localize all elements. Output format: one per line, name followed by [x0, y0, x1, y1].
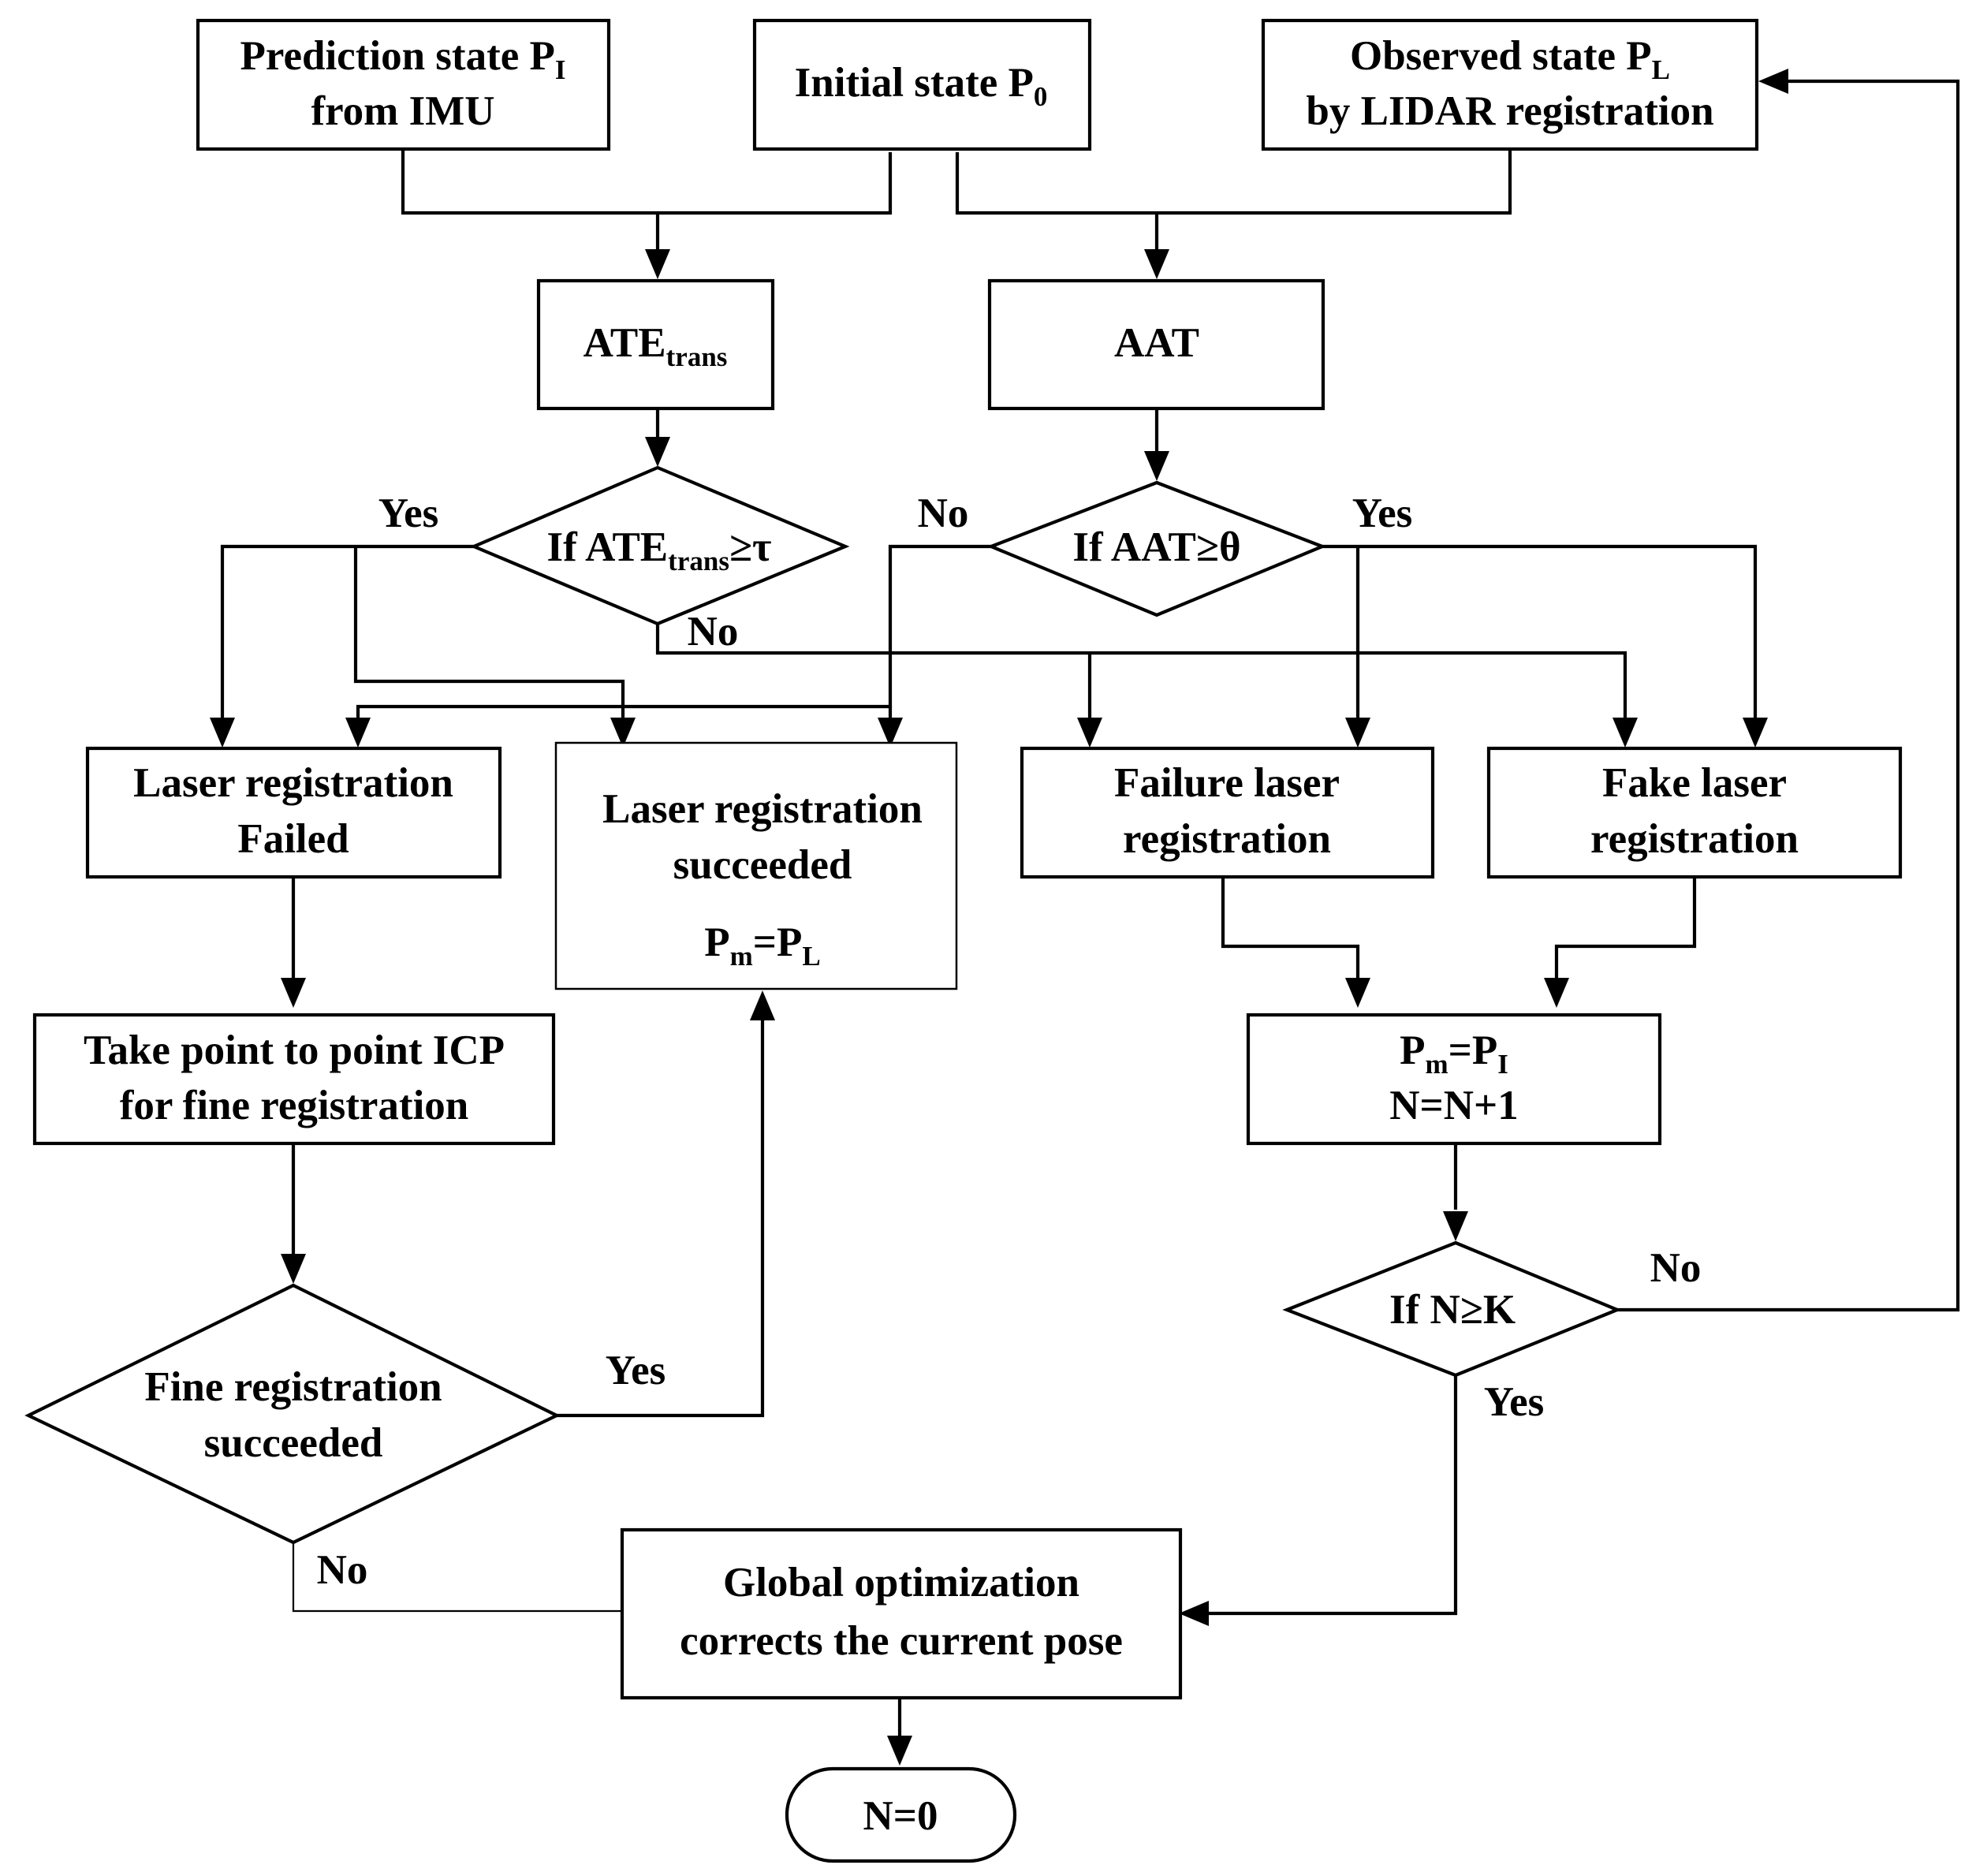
observed-state-box: Observed state PL by LIDAR registration [1261, 18, 1759, 151]
pm-update-line2: N=N+1 [1389, 1083, 1518, 1128]
failure-laser-box: Failure laser registration [1020, 746, 1435, 879]
arrowhead [878, 718, 903, 748]
if-ate-label: If ATEtrans≥τ [547, 524, 772, 576]
arrowhead [210, 718, 235, 748]
edge-prediction-to-ate [401, 149, 893, 215]
edge-labels: Yes No No Yes No Yes Yes No [317, 490, 1702, 1593]
arrowhead [1743, 718, 1768, 748]
failure-laser-line2: registration [1123, 816, 1331, 862]
observed-line2: by LIDAR registration [1306, 88, 1713, 134]
if-nk-label: If N≥K [1389, 1287, 1516, 1333]
fake-laser-box: Fake laser registration [1486, 746, 1903, 879]
edge-ifate-yes-mid [353, 546, 625, 718]
n-zero-label: N=0 [863, 1793, 938, 1839]
global-opt-line1: Global optimization [723, 1560, 1079, 1606]
laser-succeeded-line2: succeeded [673, 842, 852, 888]
fake-laser-line1: Fake laser [1602, 760, 1787, 806]
edge-ifnk-no [1617, 79, 1960, 1312]
fine-registration-decision: Fine registration succeeded [24, 1283, 561, 1545]
label-nk-no: No [1650, 1245, 1702, 1291]
arrowhead [1144, 249, 1169, 279]
edge-ifate-yes [220, 544, 474, 718]
failure-laser-line1: Failure laser [1114, 760, 1340, 806]
if-aat-label: If AAT≥θ [1072, 524, 1240, 570]
laser-failed-line1: Laser registration [133, 760, 453, 806]
prediction-line2: from IMU [311, 88, 494, 134]
pm-update-box: Pm=PI N=N+1 [1246, 1013, 1662, 1146]
global-opt-line2: corrects the current pose [680, 1618, 1123, 1664]
aat-box: AAT [987, 278, 1325, 411]
prediction-line1: Prediction state PI [240, 33, 566, 85]
if-ate-decision: If ATEtrans≥τ [469, 465, 850, 626]
global-optimization-box: Global optimization corrects the current… [620, 1527, 1183, 1700]
label-fine-no: No [317, 1547, 368, 1593]
n-zero-terminal: N=0 [785, 1766, 1017, 1863]
edge-ifaat-yes [1322, 544, 1758, 718]
laser-failed-box: Laser registration Failed [85, 746, 502, 879]
edge-ifate-no [655, 613, 1627, 718]
edge-fine-no [292, 1542, 622, 1613]
arrowhead [645, 249, 670, 279]
if-nk-decision: If N≥K [1282, 1240, 1622, 1378]
arrowhead [1443, 1211, 1468, 1241]
arrowhead [281, 1254, 306, 1284]
ate-trans-box: ATEtrans [536, 278, 775, 411]
connectors [220, 79, 1960, 1736]
label-fine-yes: Yes [606, 1348, 666, 1393]
take-icp-line1: Take point to point ICP [84, 1028, 505, 1073]
label-aat-yes: Yes [1352, 490, 1413, 536]
initial-line1: Initial state P0 [795, 60, 1048, 112]
label-aat-no: No [918, 490, 969, 536]
arrowhead [281, 978, 306, 1008]
label-ate-no: No [688, 609, 739, 655]
arrowheads [210, 69, 1788, 1766]
label-ate-yes: Yes [378, 490, 439, 536]
edge-ifnk-yes [1209, 1375, 1458, 1616]
prediction-state-box: Prediction state PI from IMU [196, 18, 611, 151]
edge-failure-to-pm [1221, 877, 1360, 981]
edge-fake-to-pm [1554, 877, 1697, 981]
edge-fine-yes [557, 1020, 765, 1418]
aat-label: AAT [1114, 320, 1199, 366]
arrowhead [1345, 718, 1370, 748]
arrowhead [1179, 1601, 1209, 1626]
laser-succeeded-equation: Pm=PL [704, 919, 820, 972]
laser-succeeded-box: Laser registration succeeded Pm=PL [554, 741, 958, 990]
arrowhead [1077, 718, 1102, 748]
ate-label: ATEtrans [583, 320, 728, 372]
arrowhead [1612, 718, 1638, 748]
if-aat-decision: If AAT≥θ [986, 480, 1327, 617]
fine-reg-line1: Fine registration [144, 1364, 442, 1410]
arrowhead [1544, 978, 1569, 1008]
arrowhead [345, 718, 371, 748]
arrowhead [750, 990, 775, 1020]
take-icp-line2: for fine registration [120, 1083, 469, 1128]
fake-laser-line2: registration [1590, 816, 1799, 862]
arrowhead [887, 1736, 912, 1766]
fine-reg-line2: succeeded [204, 1420, 383, 1466]
edge-initial-to-aat [955, 149, 1512, 215]
observed-line1: Observed state PL [1350, 33, 1670, 85]
pm-update-line1: Pm=PI [1400, 1028, 1508, 1080]
arrowhead [1758, 69, 1788, 94]
laser-succeeded-line1: Laser registration [602, 786, 923, 832]
arrowhead [1144, 451, 1169, 481]
arrowhead [610, 718, 636, 748]
arrowhead [645, 437, 670, 467]
initial-state-box: Initial state P0 [752, 18, 1092, 151]
arrowhead [1345, 978, 1370, 1008]
take-icp-box: Take point to point ICP for fine registr… [32, 1013, 556, 1146]
laser-failed-line2: Failed [237, 816, 349, 862]
label-nk-yes: Yes [1484, 1379, 1545, 1425]
